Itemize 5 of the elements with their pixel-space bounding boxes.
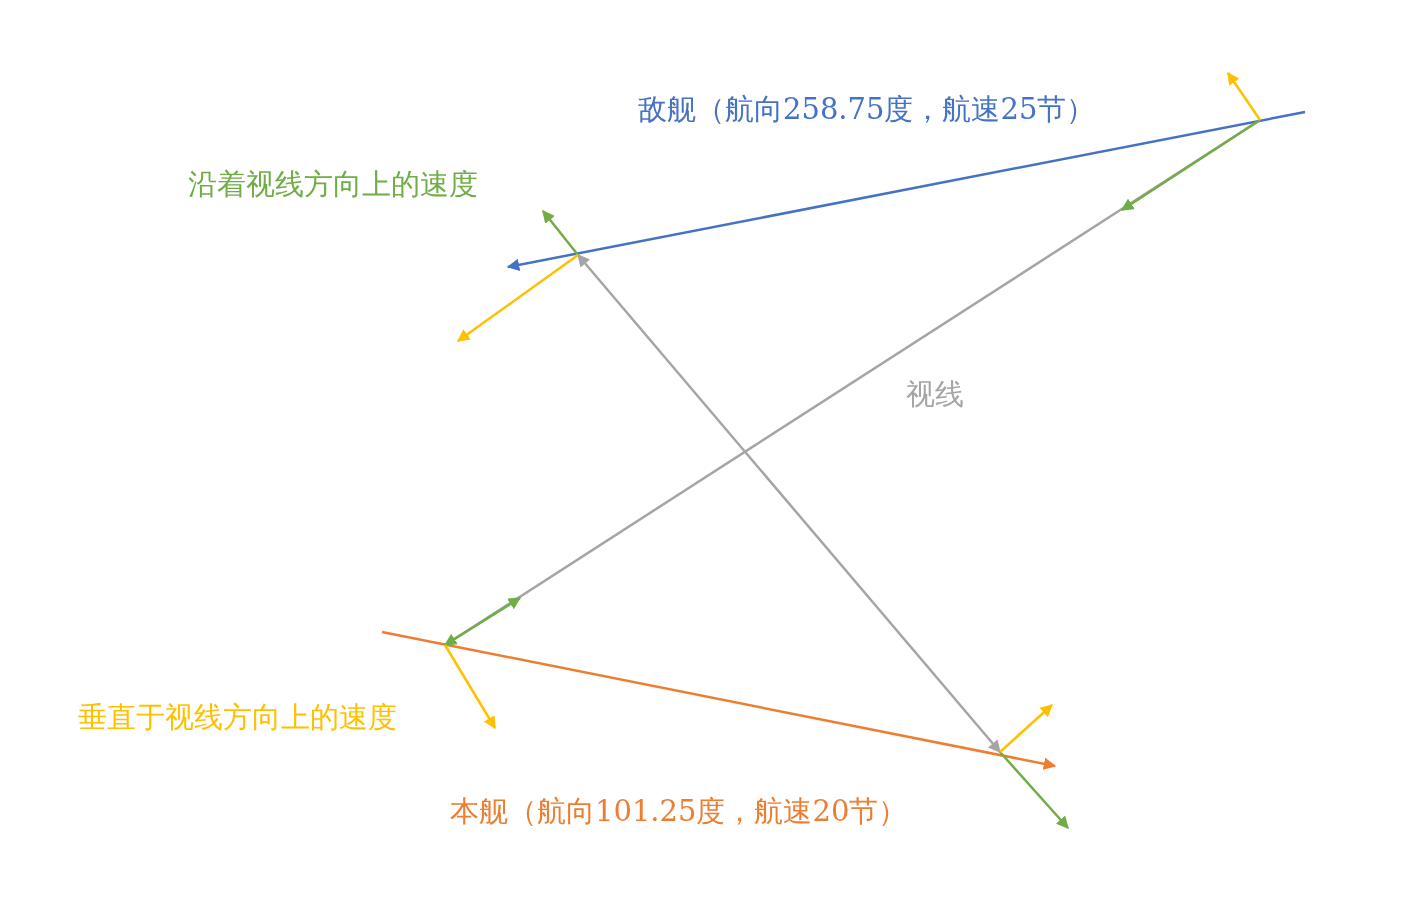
line-of-sight-caption: 视线 [906, 377, 964, 412]
vector-caption: 垂直于视线方向上的速度 [78, 700, 397, 735]
vector-caption: 沿着视线方向上的速度 [188, 167, 478, 202]
ship-caption: 敌舰（航向258.75度，航速25节） [638, 92, 1096, 127]
ship-caption: 本舰（航向101.25度，航速20节） [450, 794, 908, 829]
